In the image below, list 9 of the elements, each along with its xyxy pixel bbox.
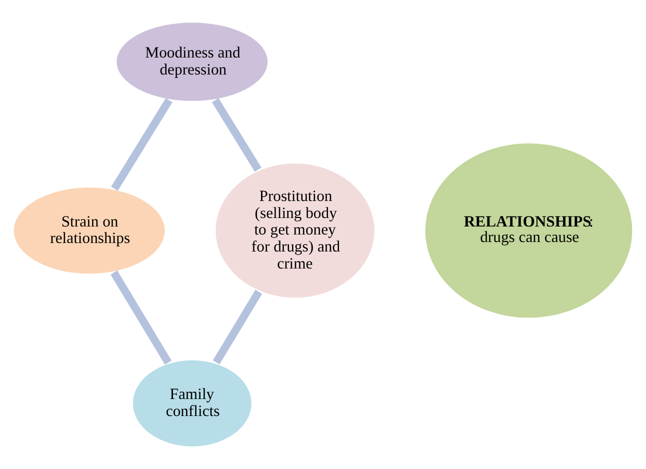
node-ellipse: Strain on relationships: [12, 185, 167, 276]
connector: [110, 270, 172, 365]
node-ellipse: Family conflicts: [130, 358, 254, 449]
connector: [111, 98, 172, 191]
connector: [212, 98, 262, 172]
connector: [212, 290, 262, 364]
node-ellipse: Moodiness and depression: [114, 20, 270, 104]
node-ellipse: RELATIONSHIPS: drugs can cause: [423, 141, 634, 320]
node-ellipse: Prostitution (selling body to get money for drugs) and crime: [213, 161, 377, 300]
